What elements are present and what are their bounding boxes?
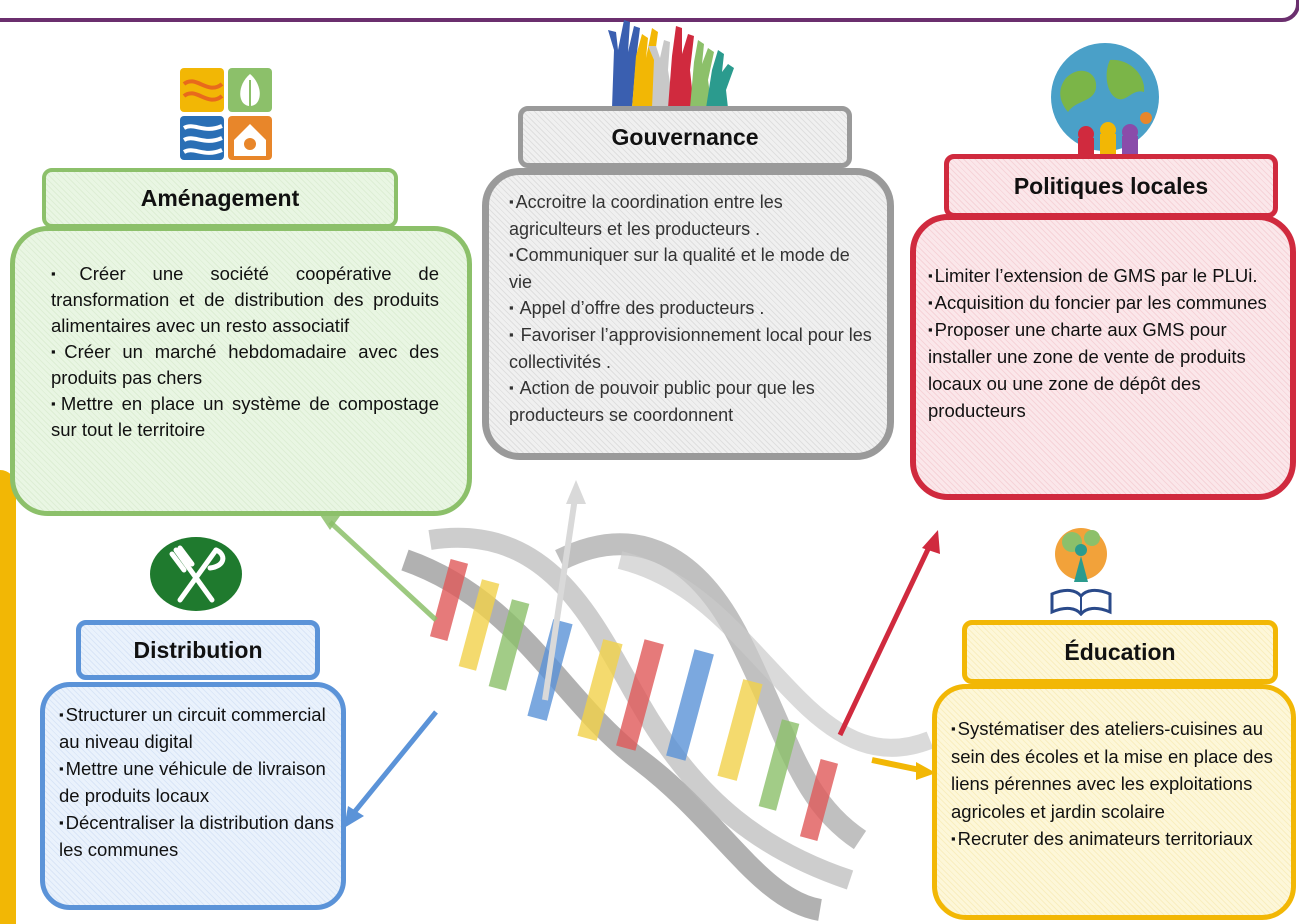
raised-hands-icon	[602, 10, 738, 108]
list-item: Proposer une charte aux GMS pour install…	[928, 316, 1284, 424]
list-item: Systématiser des ateliers-cuisines au se…	[951, 715, 1287, 825]
top-frame-bar	[0, 0, 1299, 22]
list-item: Créer une société coopérative de transfo…	[51, 261, 439, 339]
distribution-panel: Structurer un circuit commercial au nive…	[40, 682, 346, 910]
list-item: Mettre en place un système de compostage…	[51, 391, 439, 443]
distribution-title: Distribution	[76, 620, 320, 680]
politiques-title: Politiques locales	[944, 154, 1278, 218]
list-item: Acquisition du foncier par les communes	[928, 289, 1284, 316]
politiques-panel: Limiter l’extension de GMS par le PLUi. …	[910, 214, 1296, 500]
gouvernance-title: Gouvernance	[518, 106, 852, 168]
left-accent-bar	[0, 470, 16, 924]
list-item: Action de pouvoir public pour que les pr…	[509, 375, 877, 428]
open-book-tree-icon	[1046, 524, 1116, 617]
list-item: Structurer un circuit commercial au nive…	[59, 701, 341, 755]
amenagement-title: Aménagement	[42, 168, 398, 228]
list-item: Mettre une véhicule de livraison de prod…	[59, 755, 341, 809]
landscape-tiles-icon	[178, 66, 274, 162]
list-item: Accroitre la coordination entre les agri…	[509, 189, 877, 242]
list-item: Appel d’offre des producteurs .	[509, 295, 877, 322]
education-title: Éducation	[962, 620, 1278, 684]
education-panel: Systématiser des ateliers-cuisines au se…	[932, 684, 1296, 920]
globe-people-icon	[1046, 38, 1164, 156]
list-item: Décentraliser la distribution dans les c…	[59, 809, 341, 863]
amenagement-panel: Créer une société coopérative de transfo…	[10, 226, 472, 516]
list-item: Créer un marché hebdomadaire avec des pr…	[51, 339, 439, 391]
list-item: Favoriser l’approvisionnement local pour…	[509, 322, 877, 375]
list-item: Limiter l’extension de GMS par le PLUi.	[928, 262, 1284, 289]
fork-knife-icon	[148, 536, 244, 612]
gouvernance-panel: Accroitre la coordination entre les agri…	[482, 168, 894, 460]
list-item: Recruter des animateurs territoriaux	[951, 825, 1287, 853]
list-item: Communiquer sur la qualité et le mode de…	[509, 242, 877, 295]
